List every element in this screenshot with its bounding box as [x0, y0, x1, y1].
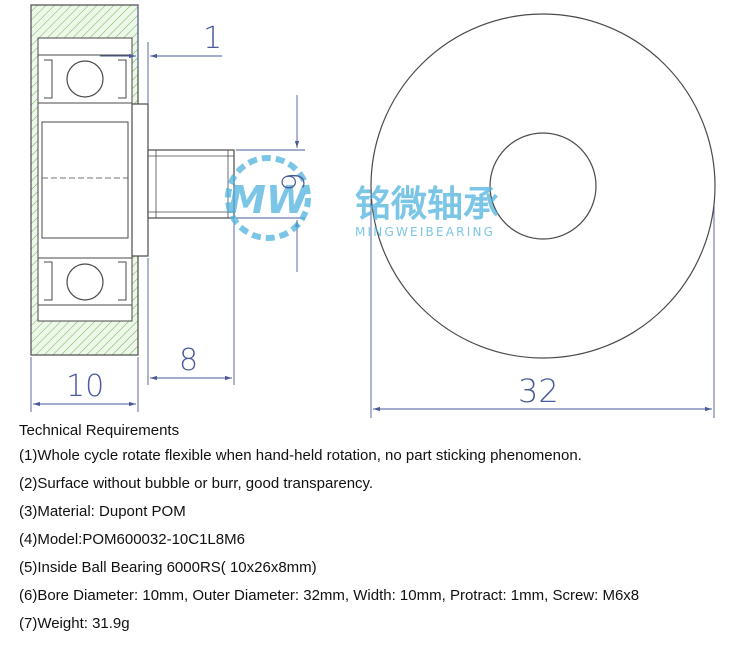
spec-line: (7)Weight: 31.9g	[19, 615, 130, 632]
technical-drawing: MW 铭微轴承 MINGWEIBEARING 1 6 8 10 32	[30, 4, 716, 418]
watermark-ring-icon	[225, 155, 311, 241]
brand-watermark: MW 铭微轴承 MINGWEIBEARING	[225, 155, 499, 241]
dimension-lines	[30, 5, 715, 418]
protract-shoulder	[131, 103, 149, 257]
side-section-view	[30, 4, 235, 356]
dim-thread: 6	[274, 172, 309, 191]
ball-top	[66, 60, 104, 98]
dim-outer-diameter: 32	[518, 372, 559, 410]
watermark-brand-en: MINGWEIBEARING	[355, 225, 495, 239]
dim-screw-length: 8	[179, 343, 198, 378]
ball-bottom	[66, 263, 104, 301]
spec-line: (1)Whole cycle rotate flexible when hand…	[19, 447, 582, 464]
spec-line: (5)Inside Ball Bearing 6000RS( 10x26x8mm…	[19, 559, 317, 576]
dim-protract: 1	[203, 21, 222, 56]
technical-requirements: Technical Requirements (1)Whole cycle ro…	[19, 420, 739, 638]
dim-width: 10	[66, 369, 104, 404]
spec-line: (2)Surface without bubble or burr, good …	[19, 475, 374, 492]
bore-circle	[489, 132, 597, 240]
spec-line: (4)Model:POM600032-10C1L8M6	[19, 531, 245, 548]
watermark-mark: MW	[228, 178, 310, 222]
inner-ring	[41, 121, 129, 239]
spec-title: Technical Requirements	[19, 422, 180, 439]
screw-shaft	[147, 149, 235, 219]
watermark-brand-cn: 铭微轴承	[355, 184, 499, 225]
spec-line: (3)Material: Dupont POM	[19, 503, 186, 520]
spec-line: (6)Bore Diameter: 10mm, Outer Diameter: …	[19, 587, 640, 604]
dimension-labels: 1 6 8 10 32	[66, 21, 559, 410]
front-view	[370, 13, 716, 359]
